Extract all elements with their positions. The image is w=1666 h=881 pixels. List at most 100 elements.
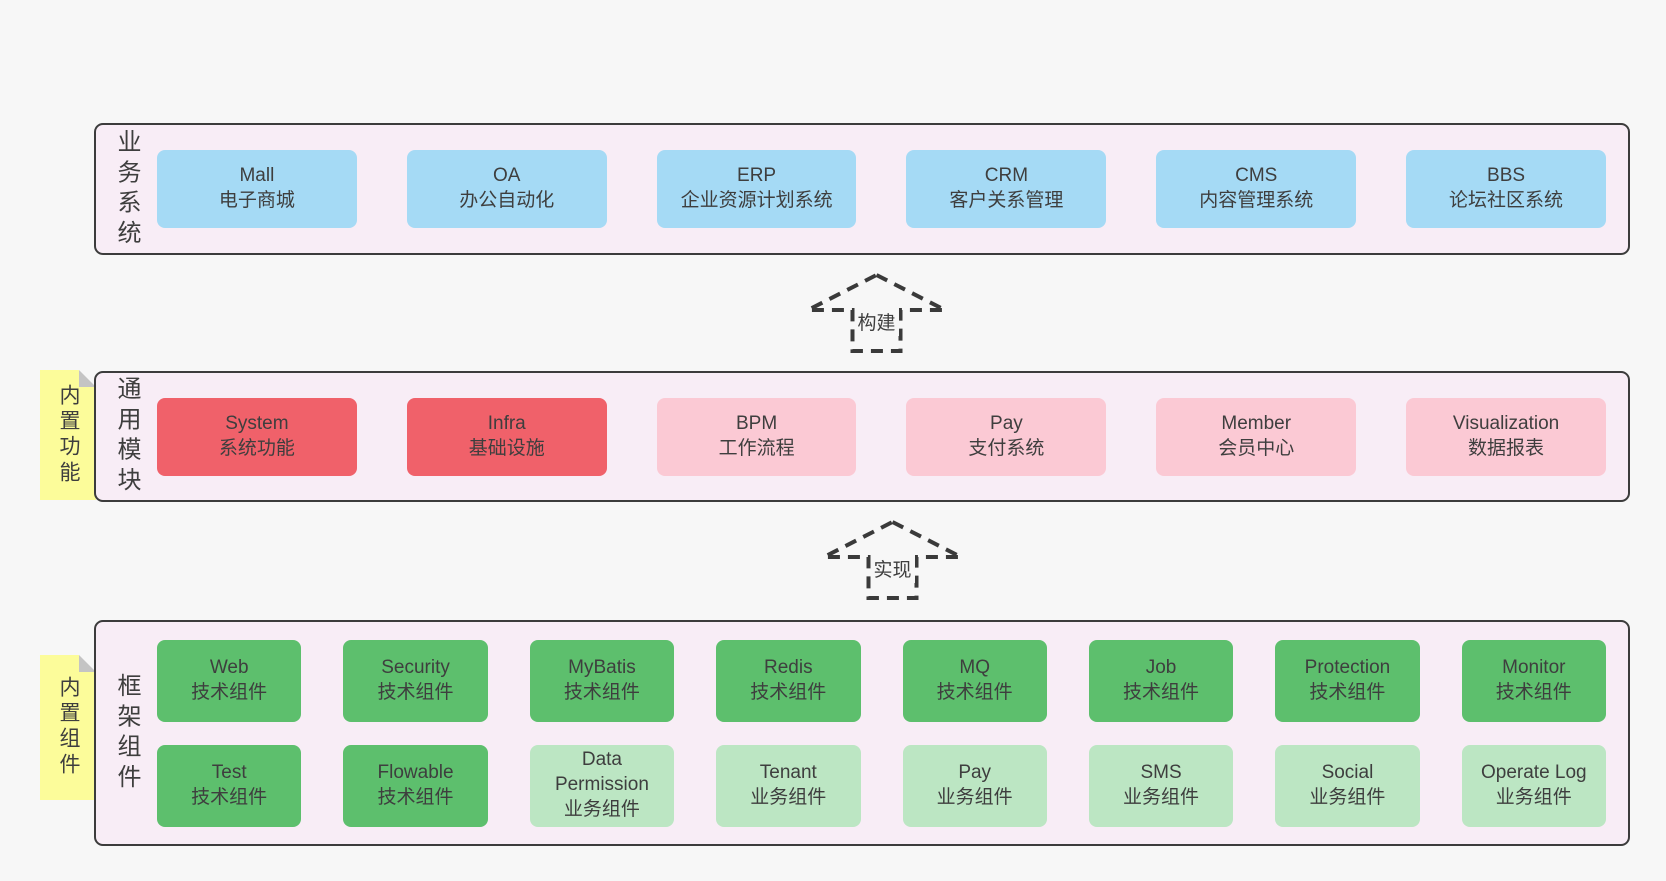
box-bbs: BBS 论坛社区系统 xyxy=(1406,150,1606,228)
box-name: Pay xyxy=(990,412,1023,434)
box-oa: OA 办公自动化 xyxy=(406,150,607,228)
box-name: Protection xyxy=(1304,656,1391,678)
box-flowable: Flowable 技术组件 xyxy=(343,744,488,827)
box-name: CRM xyxy=(984,165,1029,187)
up-arrow-icon xyxy=(807,272,946,353)
up-arrow-icon xyxy=(823,519,962,600)
box-desc: 技术组件 xyxy=(191,681,268,703)
box-name: BBS xyxy=(1487,165,1526,187)
box-desc: 技术组件 xyxy=(936,681,1013,703)
box-member: Member 会员中心 xyxy=(1156,397,1357,476)
box-mall: Mall 电子商城 xyxy=(157,150,357,228)
box-desc: 技术组件 xyxy=(1123,681,1200,703)
modules-box-row: System 系统功能 Infra 基础设施 BPM 工作流程 Pay 支付系统… xyxy=(157,373,1628,500)
box-tenant: Tenant 业务组件 xyxy=(716,744,861,827)
box-desc: 技术组件 xyxy=(1495,681,1572,703)
box-name: Operate Log xyxy=(1480,761,1587,783)
box-desc: 业务组件 xyxy=(1123,786,1200,808)
framework-row-1: Web 技术组件 Security 技术组件 MyBatis 技术组件 Redi… xyxy=(157,639,1606,722)
box-security: Security 技术组件 xyxy=(343,639,488,722)
box-pay: Pay 支付系统 xyxy=(906,397,1107,476)
box-desc: 业务组件 xyxy=(750,786,827,808)
box-name: Security xyxy=(381,656,450,678)
box-desc: 电子商城 xyxy=(218,190,295,211)
layer-framework-components: 框架组件 Web 技术组件 Security 技术组件 MyBatis 技术组件… xyxy=(94,620,1630,846)
box-web: Web 技术组件 xyxy=(157,639,302,722)
box-erp: ERP 企业资源计划系统 xyxy=(656,150,857,228)
box-infra: Infra 基础设施 xyxy=(406,397,607,476)
box-name: Job xyxy=(1145,656,1177,678)
sticky-note-builtin-features: 内置功能 xyxy=(40,370,96,500)
box-desc: 论坛社区系统 xyxy=(1449,190,1564,211)
box-mq: MQ 技术组件 xyxy=(902,639,1047,722)
box-name: Tenant xyxy=(759,761,817,783)
box-name: Flowable xyxy=(377,761,454,783)
box-cms: CMS 内容管理系统 xyxy=(1156,150,1357,228)
box-name: MyBatis xyxy=(568,656,636,678)
box-desc: 技术组件 xyxy=(377,786,454,808)
build-arrow-label: 构建 xyxy=(854,307,899,336)
layer-label-business: 业务系统 xyxy=(113,128,140,250)
box-desc: 基础设施 xyxy=(468,437,545,459)
framework-row-2: Test 技术组件 Flowable 技术组件 Data Permission … xyxy=(157,744,1606,827)
box-monitor: Monitor 技术组件 xyxy=(1461,639,1606,722)
box-name: Redis xyxy=(764,656,813,678)
box-desc: 工作流程 xyxy=(718,437,795,459)
box-desc: 数据报表 xyxy=(1468,437,1545,459)
box-mybatis: MyBatis 技术组件 xyxy=(529,639,675,722)
box-protection: Protection 技术组件 xyxy=(1275,639,1420,722)
box-name: CMS xyxy=(1235,165,1278,187)
box-name: Test xyxy=(211,761,247,783)
box-desc: 会员中心 xyxy=(1218,437,1295,459)
layer-common-modules: 通用模块 System 系统功能 Infra 基础设施 BPM 工作流程 Pay… xyxy=(94,371,1630,502)
implement-arrow-label: 实现 xyxy=(870,554,915,583)
box-name: Monitor xyxy=(1502,656,1566,678)
sticky-note-text: 内置功能 xyxy=(57,383,80,487)
box-desc: 内容管理系统 xyxy=(1199,190,1314,211)
box-name: Member xyxy=(1221,412,1292,434)
box-visualization: Visualization 数据报表 xyxy=(1406,397,1606,476)
box-desc: 支付系统 xyxy=(968,437,1045,459)
box-name: OA xyxy=(493,165,521,187)
box-desc: 系统功能 xyxy=(218,437,295,459)
box-desc: 企业资源计划系统 xyxy=(680,190,833,211)
box-social: Social 业务组件 xyxy=(1275,744,1420,827)
box-name: BPM xyxy=(735,412,778,434)
box-desc: 办公自动化 xyxy=(459,190,555,211)
box-desc: 业务组件 xyxy=(1495,786,1572,808)
box-test: Test 技术组件 xyxy=(157,744,302,827)
box-name: ERP xyxy=(737,165,777,187)
box-name: Infra xyxy=(487,412,526,434)
box-operate-log: Operate Log 业务组件 xyxy=(1461,744,1606,827)
box-desc: 技术组件 xyxy=(377,681,454,703)
box-desc: 业务组件 xyxy=(563,798,640,820)
box-name: Mall xyxy=(239,165,275,187)
sticky-note-builtin-components: 内置组件 xyxy=(40,655,96,800)
box-name: Social xyxy=(1321,761,1374,783)
box-data-permission: Data Permission 业务组件 xyxy=(529,744,675,827)
implement-arrow: 实现 xyxy=(820,519,965,601)
box-desc: 业务组件 xyxy=(936,786,1013,808)
box-desc: 客户关系管理 xyxy=(949,190,1064,211)
box-desc: 技术组件 xyxy=(750,681,827,703)
box-name: SMS xyxy=(1140,761,1182,783)
box-desc: 技术组件 xyxy=(563,681,640,703)
box-desc: 业务组件 xyxy=(1309,786,1386,808)
sticky-note-text: 内置组件 xyxy=(57,676,80,779)
box-crm: CRM 客户关系管理 xyxy=(906,150,1107,228)
box-redis: Redis 技术组件 xyxy=(716,639,861,722)
box-desc: 技术组件 xyxy=(1309,681,1386,703)
box-pay-biz: Pay 业务组件 xyxy=(902,744,1047,827)
box-name: System xyxy=(225,412,289,434)
build-arrow: 构建 xyxy=(804,272,949,354)
layer-business-systems: 业务系统 Mall 电子商城 OA 办公自动化 ERP 企业资源计划系统 CRM… xyxy=(94,123,1630,255)
business-box-row: Mall 电子商城 OA 办公自动化 ERP 企业资源计划系统 CRM 客户关系… xyxy=(157,125,1628,253)
framework-box-rows: Web 技术组件 Security 技术组件 MyBatis 技术组件 Redi… xyxy=(157,622,1628,844)
box-name: Data Permission xyxy=(554,749,649,796)
layer-label-modules: 通用模块 xyxy=(113,376,140,497)
box-name: Web xyxy=(209,656,249,678)
box-job: Job 技术组件 xyxy=(1088,639,1234,722)
box-name: Visualization xyxy=(1452,412,1560,434)
layer-label-framework: 框架组件 xyxy=(113,672,140,794)
